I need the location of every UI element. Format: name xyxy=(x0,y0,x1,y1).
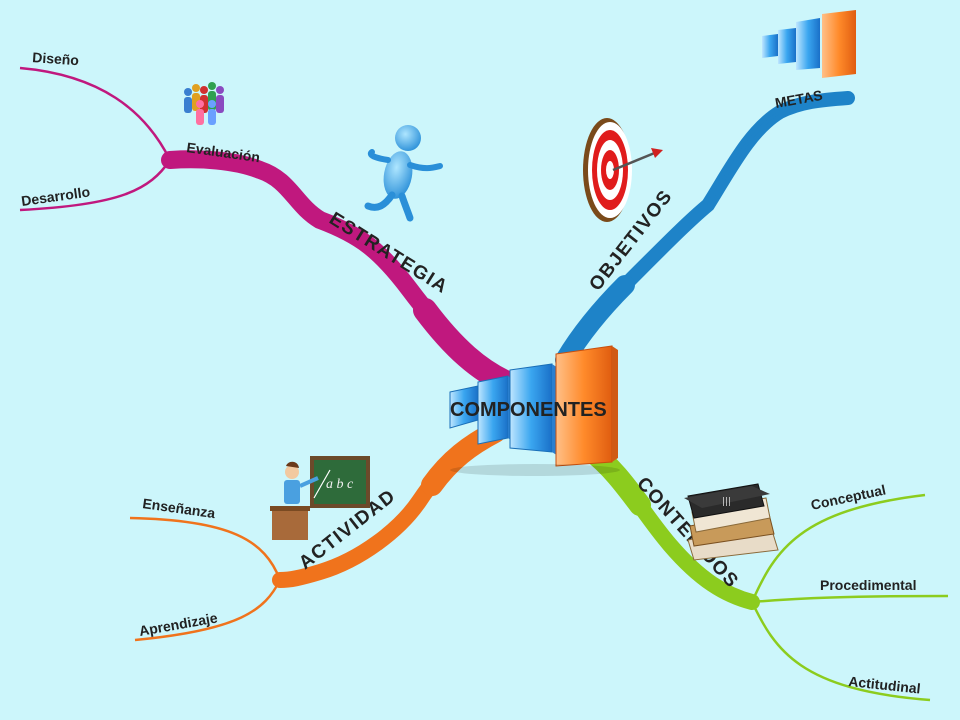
bar-chart-icon xyxy=(449,345,620,476)
leaf-ensenanza-label: Enseñanza xyxy=(142,495,217,521)
leaf-procedimental-label: Procedimental xyxy=(820,577,916,593)
chalkboard-text: a b c xyxy=(326,477,354,492)
target-icon xyxy=(583,118,663,222)
leaf-conceptual-label: Conceptual xyxy=(809,481,887,513)
books-spine-glyph: ||| xyxy=(722,497,731,507)
leaf-diseno-line xyxy=(19,66,172,161)
books-icon: ||| xyxy=(684,483,779,561)
leaf-actitudinal-label: Actitudinal xyxy=(848,673,922,696)
leaf-procedimental-line xyxy=(751,594,949,604)
people-group-icon xyxy=(184,82,224,125)
leaf-diseno-label: Diseño xyxy=(32,49,80,68)
teacher-chalkboard-icon: a b c xyxy=(270,456,370,540)
branch-estrategia: ESTRATEGIA Evaluación Diseño Desarrollo xyxy=(19,49,517,394)
leaf-ensenanza-line xyxy=(129,516,282,581)
leaf-aprendizaje-line xyxy=(134,579,282,642)
metas-bar-chart-icon xyxy=(762,10,856,78)
leaf-actitudinal-line xyxy=(750,601,931,702)
center-label: COMPONENTES xyxy=(450,399,607,421)
running-figure-icon xyxy=(364,125,443,222)
branch-estrategia-label: ESTRATEGIA xyxy=(325,208,452,298)
leaf-conceptual-line xyxy=(750,493,926,603)
leaf-desarrollo-line xyxy=(19,159,172,212)
branch-contenidos: CONTENIDOS Conceptual Procedimental Acti… xyxy=(579,439,949,702)
